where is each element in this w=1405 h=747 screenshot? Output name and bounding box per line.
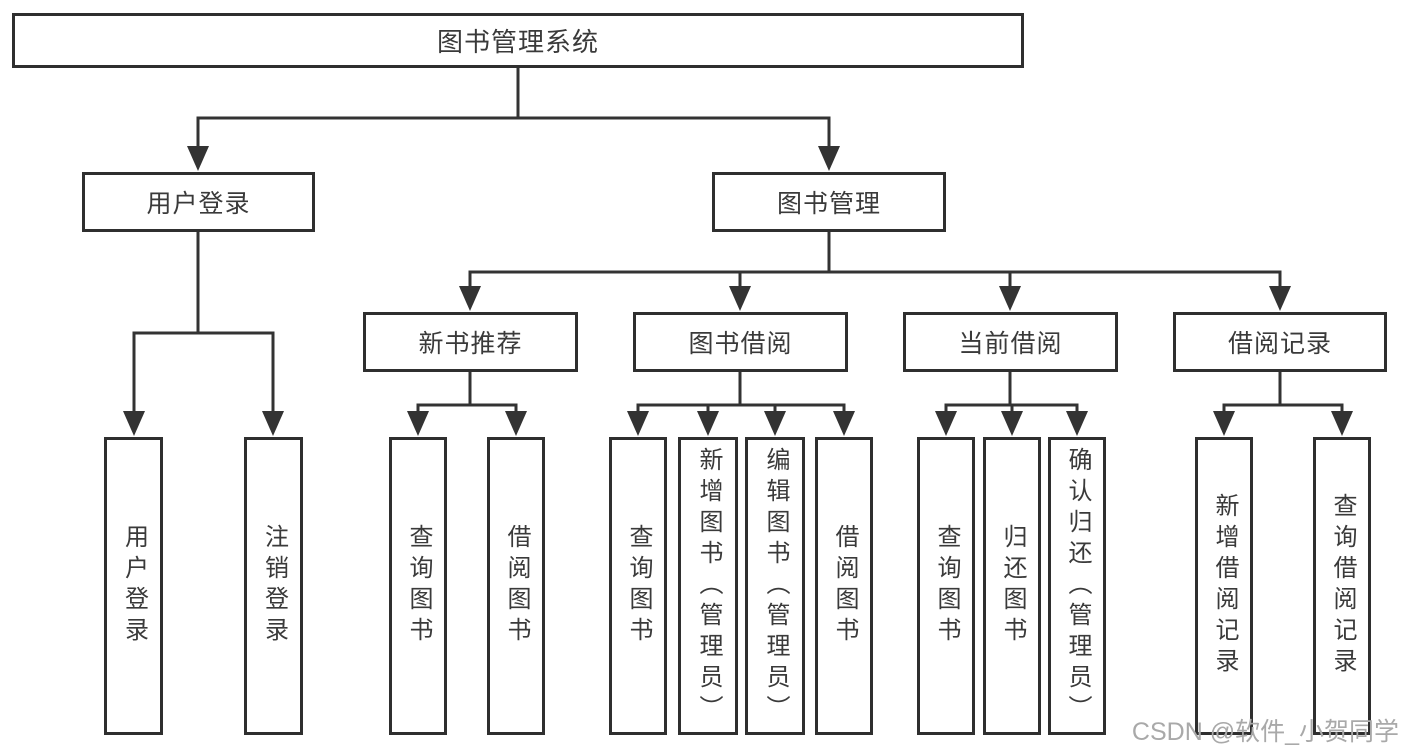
node-borrow-records: 借阅记录 [1173,312,1387,372]
node-library-management-system: 图书管理系统 [12,13,1024,68]
leaf-user-login: 用户登录 [104,437,163,735]
node-book-borrow: 图书借阅 [633,312,848,372]
leaf-label: 新增图书（管理员） [695,446,722,726]
connector-current-borrow-to-leaves [944,370,1079,415]
node-label: 图书管理 [776,190,881,218]
leaf-add-borrow-record: 新增借阅记录 [1195,437,1253,735]
connector-user-login-to-leaves [132,230,275,415]
connector-root-to-level2 [196,66,831,150]
leaf-edit-books-admin: 编辑图书（管理员） [745,437,805,735]
node-book-management: 图书管理 [712,172,946,232]
node-label: 借阅记录 [1227,330,1332,358]
leaf-recommend-query-books: 查询图书 [389,437,447,735]
leaf-label: 查询图书 [933,524,960,648]
connector-new-book-recommend-to-leaves [416,370,518,415]
leaf-logout: 注销登录 [244,437,303,735]
leaf-recommend-borrow-books: 借阅图书 [487,437,545,735]
node-label: 新书推荐 [418,330,523,358]
leaf-label: 编辑图书（管理员） [762,446,789,726]
node-label: 图书借阅 [688,330,793,358]
leaf-label: 用户登录 [120,524,148,648]
leaf-borrow-query-books: 查询图书 [609,437,667,735]
node-label: 当前借阅 [958,330,1063,358]
leaf-label: 归还图书 [999,524,1026,648]
leaf-return-books: 归还图书 [983,437,1041,735]
leaf-label: 注销登录 [260,524,288,648]
leaf-label: 查询借阅记录 [1329,493,1356,679]
leaf-confirm-return-admin: 确认归还（管理员） [1048,437,1106,735]
leaf-label: 借阅图书 [503,524,530,648]
leaf-current-query-books: 查询图书 [917,437,975,735]
connector-book-borrow-to-leaves [636,370,846,415]
node-label: 用户登录 [146,190,251,218]
leaf-label: 查询图书 [625,524,652,648]
node-current-borrow: 当前借阅 [903,312,1118,372]
leaf-label: 新增借阅记录 [1211,493,1238,679]
node-new-book-recommend: 新书推荐 [363,312,578,372]
leaf-label: 确认归还（管理员） [1064,446,1091,726]
arrowheads [123,146,1353,436]
node-label: 图书管理系统 [436,27,599,57]
node-user-login: 用户登录 [82,172,315,232]
leaf-borrow-books: 借阅图书 [815,437,873,735]
leaf-label: 借阅图书 [831,524,858,648]
leaf-label: 查询图书 [405,524,432,648]
leaf-query-borrow-record: 查询借阅记录 [1313,437,1371,735]
csdn-watermark: CSDN @软件_小贺同学 [1131,718,1399,746]
leaf-add-books-admin: 新增图书（管理员） [678,437,738,735]
connector-book-management-to-level3 [468,230,1282,290]
connector-borrow-records-to-leaves [1222,370,1344,415]
